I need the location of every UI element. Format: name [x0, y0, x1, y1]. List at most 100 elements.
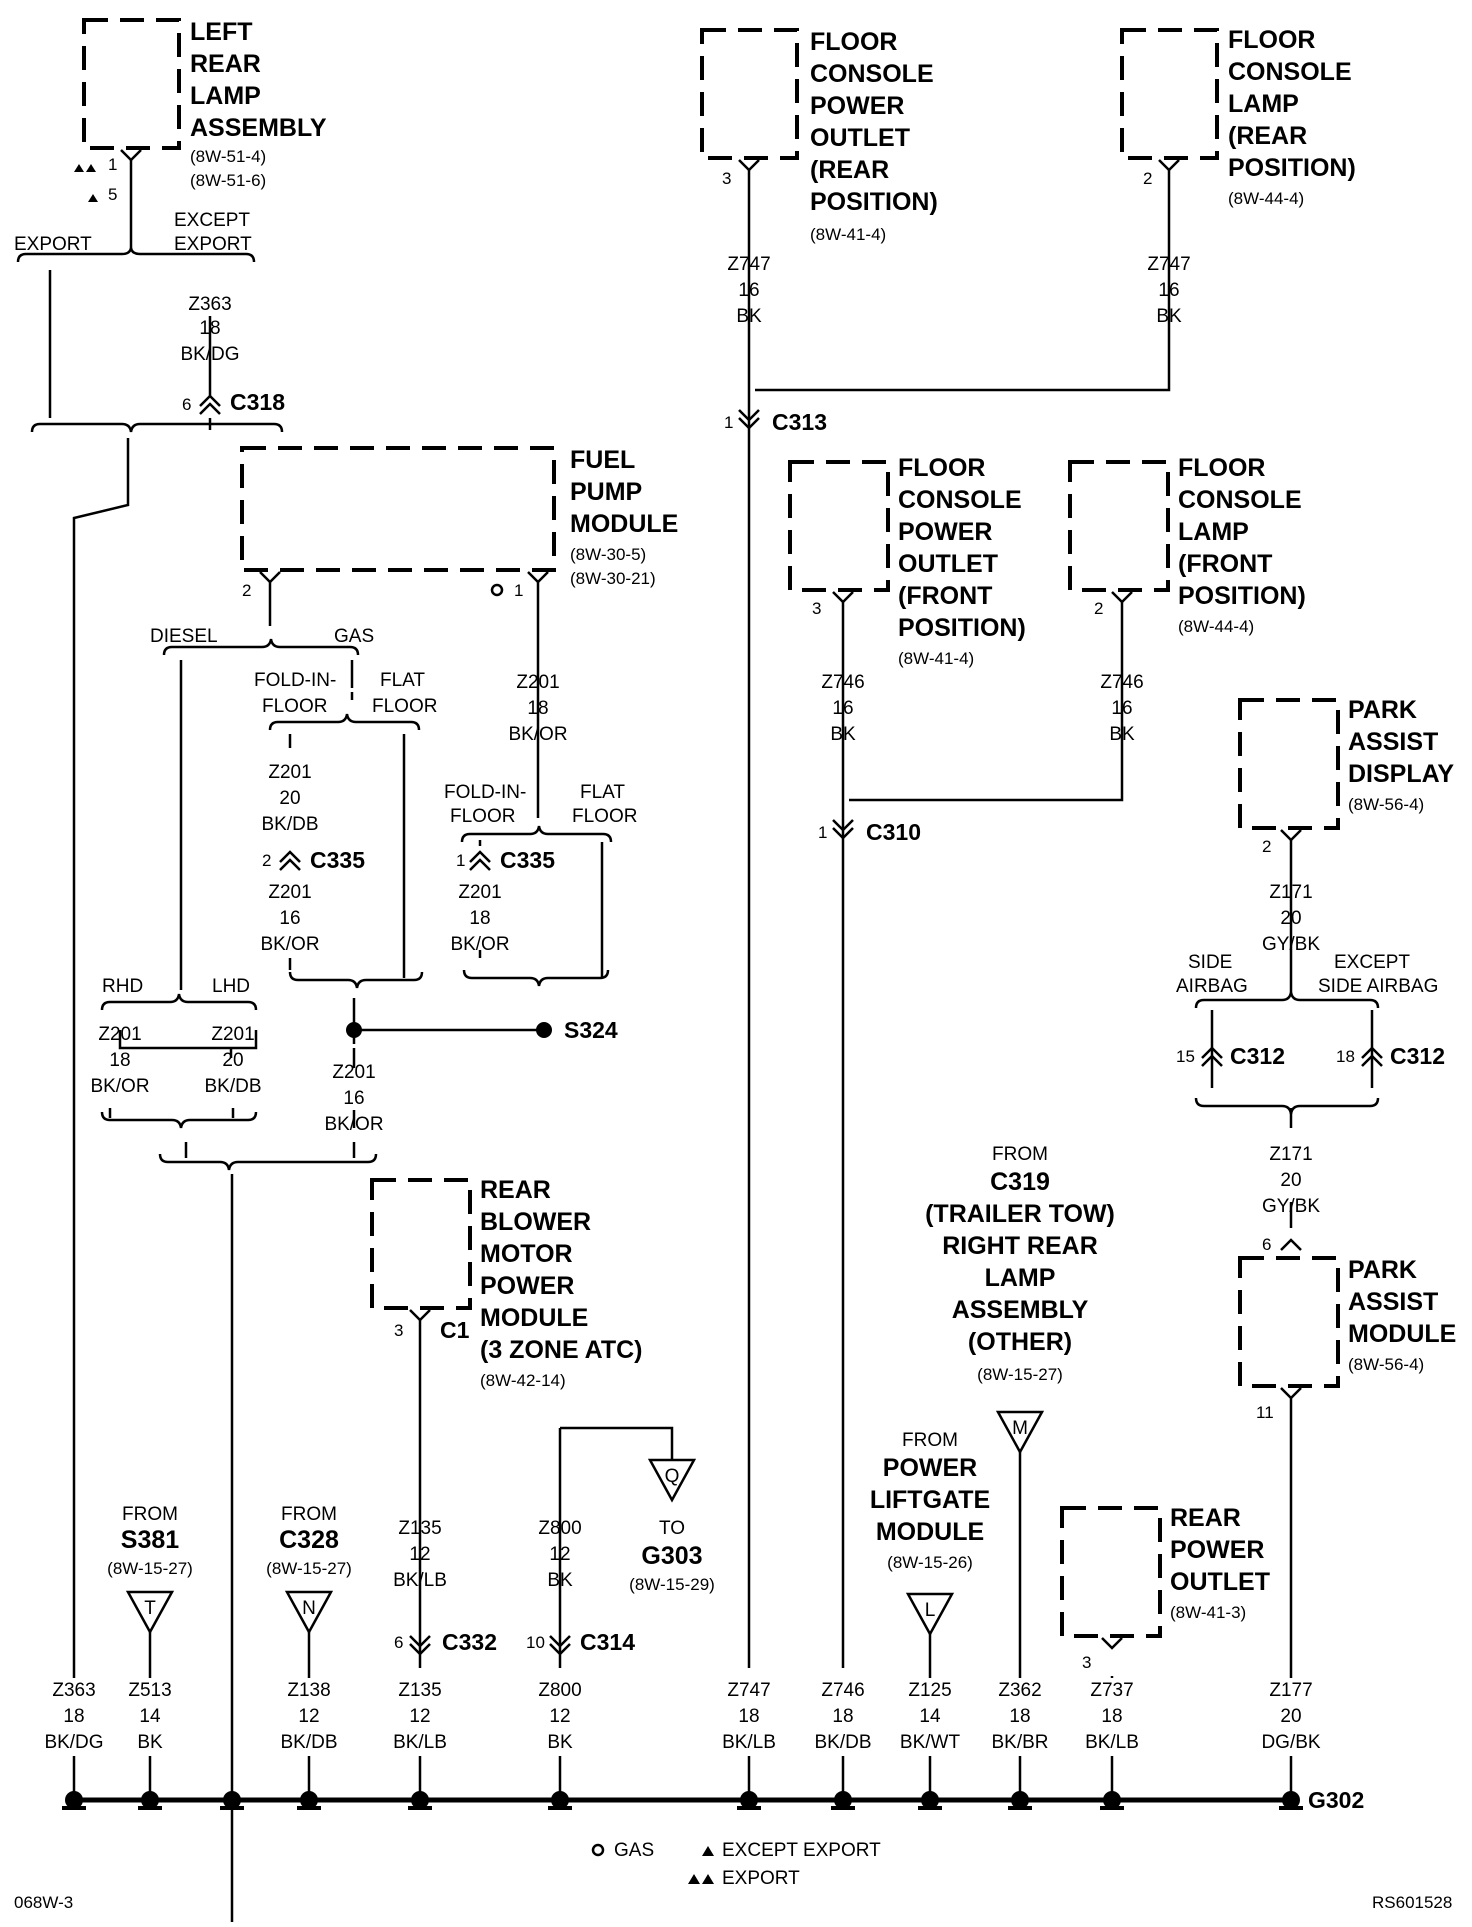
pin-pam-11: 11 [1256, 1403, 1274, 1422]
svg-text:FOLD-IN-: FOLD-IN- [444, 782, 526, 803]
legend: GAS EXCEPT EXPORT EXPORT [591, 1840, 881, 1889]
svg-text:ASSEMBLY: ASSEMBLY [190, 114, 327, 142]
svg-text:MODULE: MODULE [480, 1304, 588, 1332]
svg-text:(8W-15-29): (8W-15-29) [629, 1575, 715, 1594]
svg-text:MODULE: MODULE [570, 510, 678, 538]
svg-text:FLOOR: FLOOR [810, 28, 898, 56]
svg-text:L: L [925, 1600, 936, 1621]
svg-text:BK: BK [1109, 724, 1135, 745]
left-rear-lamp-box [82, 18, 181, 150]
svg-text:GY/BK: GY/BK [1262, 934, 1320, 955]
svg-text:Z747: Z747 [1147, 254, 1190, 275]
svg-text:BK: BK [547, 1732, 573, 1753]
park-assist-module-box [1238, 1256, 1340, 1388]
svg-text:CONSOLE: CONSOLE [1178, 486, 1302, 514]
svg-text:LEFT: LEFT [190, 18, 253, 46]
from-c319: FROM C319 (TRAILER TOW) RIGHT REAR LAMP … [925, 1144, 1115, 1455]
svg-text:18: 18 [109, 1050, 130, 1071]
svg-text:15: 15 [1176, 1047, 1195, 1066]
svg-text:BK/OR: BK/OR [450, 934, 509, 955]
svg-text:(8W-30-21): (8W-30-21) [570, 569, 656, 588]
svg-text:MODULE: MODULE [1348, 1320, 1456, 1348]
console-outlet-rear-box [700, 28, 799, 160]
svg-text:Z201: Z201 [268, 882, 311, 903]
svg-text:BK/LB: BK/LB [393, 1570, 447, 1591]
svg-text:LHD: LHD [212, 976, 250, 997]
except-export-legend-icon [702, 1846, 714, 1856]
ground-bus-g302: G302 [62, 1787, 1364, 1813]
svg-text:14: 14 [919, 1706, 941, 1727]
svg-text:(8W-56-4): (8W-56-4) [1348, 795, 1424, 814]
svg-text:20: 20 [1280, 908, 1301, 929]
park-assist-display-box [1238, 698, 1340, 830]
svg-text:BK/LB: BK/LB [1085, 1732, 1139, 1753]
svg-text:Z138: Z138 [287, 1680, 330, 1701]
svg-text:REAR: REAR [190, 50, 261, 78]
svg-text:(FRONT: (FRONT [1178, 550, 1272, 578]
svg-text:Z746: Z746 [1100, 672, 1143, 693]
left-rear-lamp-label: LEFT REAR LAMP ASSEMBLY (8W-51-4) (8W-51… [190, 18, 327, 190]
fuel-pump-label: FUEL PUMP MODULE (8W-30-5) (8W-30-21) [570, 446, 678, 588]
from-s381: FROM S381 (8W-15-27) T [107, 1504, 193, 1635]
svg-text:FOLD-IN-: FOLD-IN- [254, 670, 336, 691]
svg-text:BK/WT: BK/WT [900, 1732, 961, 1753]
svg-text:1: 1 [724, 413, 733, 432]
bottom-wire-labels: Z363 18 BK/DG Z513 14 BK Z138 12 BK/DB Z… [44, 1680, 1320, 1753]
console-outlet-rear-label: FLOOR CONSOLE POWER OUTLET (REAR POSITIO… [810, 28, 938, 244]
svg-text:Z201: Z201 [268, 762, 311, 783]
svg-text:GAS: GAS [614, 1840, 654, 1861]
from-c328: FROM C328 (8W-15-27) N [266, 1504, 352, 1635]
svg-text:C310: C310 [866, 819, 921, 845]
svg-text:GY/BK: GY/BK [1262, 1196, 1320, 1217]
svg-text:BK/DB: BK/DB [204, 1076, 261, 1097]
svg-text:Z135: Z135 [398, 1518, 441, 1539]
svg-text:Z747: Z747 [727, 254, 770, 275]
pin-lamp-rear-2: 2 [1143, 169, 1152, 188]
svg-text:Z747: Z747 [727, 1680, 770, 1701]
pin-left-lamp-1: 1 [108, 155, 117, 174]
svg-text:PARK: PARK [1348, 1256, 1417, 1284]
svg-text:20: 20 [279, 788, 300, 809]
svg-text:16: 16 [832, 698, 853, 719]
svg-text:(8W-56-4): (8W-56-4) [1348, 1355, 1424, 1374]
svg-text:16: 16 [279, 908, 300, 929]
svg-text:(8W-15-26): (8W-15-26) [887, 1553, 973, 1572]
svg-text:BK/OR: BK/OR [508, 724, 567, 745]
svg-text:20: 20 [1280, 1706, 1301, 1727]
svg-text:POWER: POWER [898, 518, 992, 546]
svg-text:ASSIST: ASSIST [1348, 728, 1438, 756]
svg-text:SIDE AIRBAG: SIDE AIRBAG [1318, 976, 1438, 997]
pin-outlet-front-3: 3 [812, 599, 821, 618]
svg-text:(TRAILER TOW): (TRAILER TOW) [925, 1200, 1115, 1228]
svg-text:16: 16 [738, 280, 759, 301]
svg-text:BK: BK [830, 724, 856, 745]
svg-text:6: 6 [394, 1633, 403, 1652]
svg-text:EXPORT: EXPORT [14, 234, 92, 255]
svg-text:Z201: Z201 [458, 882, 501, 903]
svg-text:Z201: Z201 [211, 1024, 254, 1045]
svg-text:Z800: Z800 [538, 1518, 581, 1539]
harness-brackets [16, 247, 1380, 1171]
svg-text:18: 18 [832, 1706, 853, 1727]
park-assist-display-label: PARK ASSIST DISPLAY (8W-56-4) [1348, 696, 1454, 814]
svg-text:POWER: POWER [810, 92, 904, 120]
svg-text:POSITION): POSITION) [1228, 154, 1356, 182]
rear-power-outlet-box [1060, 1506, 1162, 1638]
branch-labels: EXPORT EXCEPT EXPORT DIESEL GAS FOLD-IN-… [14, 210, 1438, 997]
svg-text:16: 16 [1111, 698, 1132, 719]
svg-text:Z171: Z171 [1269, 1144, 1312, 1165]
svg-text:N: N [302, 1598, 316, 1619]
svg-text:18: 18 [469, 908, 490, 929]
svg-text:FLOOR: FLOOR [262, 696, 327, 717]
svg-text:Z363: Z363 [188, 294, 231, 315]
svg-text:GAS: GAS [334, 626, 374, 647]
svg-text:RIGHT REAR: RIGHT REAR [942, 1232, 1098, 1260]
svg-text:1: 1 [818, 823, 827, 842]
svg-text:Z125: Z125 [908, 1680, 951, 1701]
svg-text:LAMP: LAMP [985, 1264, 1056, 1292]
svg-text:OUTLET: OUTLET [810, 124, 910, 152]
svg-text:1: 1 [456, 851, 465, 870]
svg-text:Z171: Z171 [1269, 882, 1312, 903]
pin-pad-2: 2 [1262, 837, 1271, 856]
